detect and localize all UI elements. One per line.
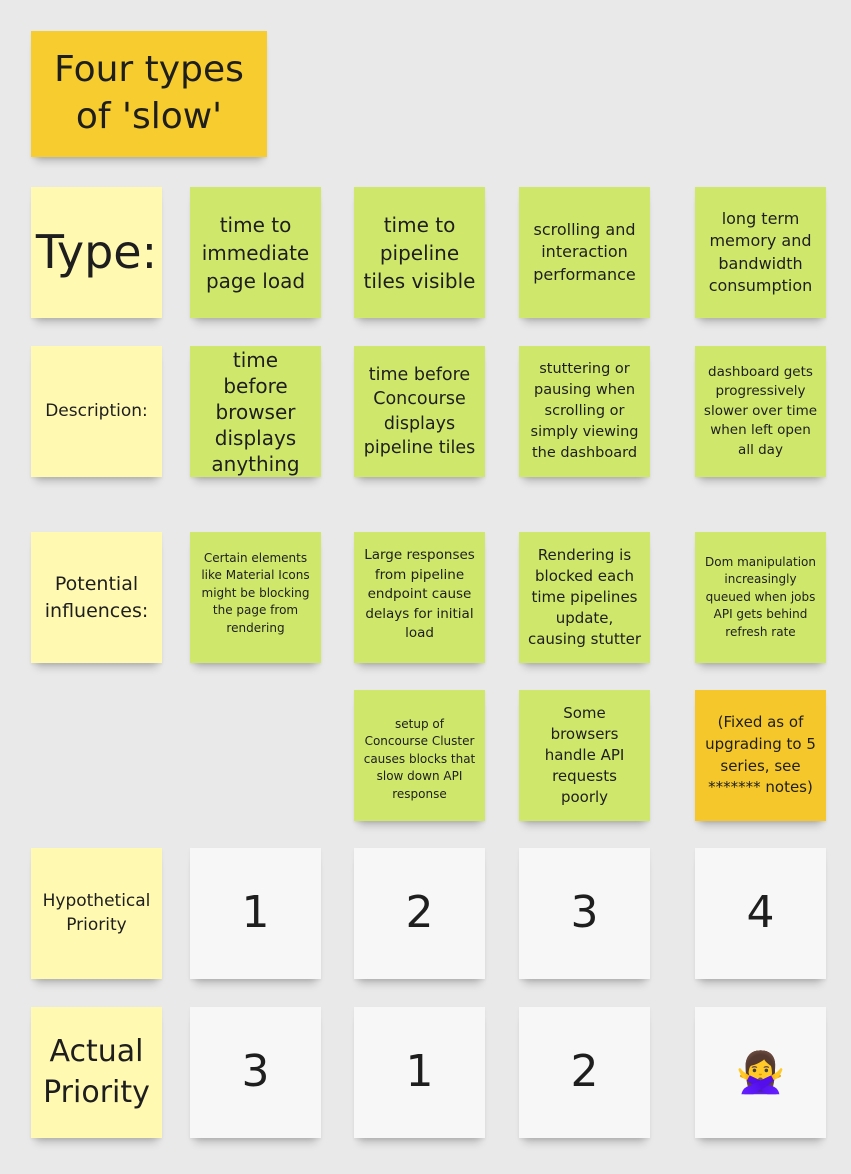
label-hypothetical-text: Hypothetical Priority — [42, 890, 151, 935]
no-gesture-emoji-icon: 🙅‍♀️ — [735, 1049, 786, 1096]
type-text: time to immediate page load — [201, 212, 310, 293]
type-text: time to pipeline tiles visible — [363, 212, 476, 293]
influence-text: Dom manipulation increasingly queued whe… — [705, 555, 816, 639]
influence-text: setup of Concourse Cluster causes blocks… — [363, 717, 476, 801]
label-hypothetical-priority: Hypothetical Priority — [31, 848, 162, 979]
type-note: time to immediate page load — [190, 187, 321, 318]
actual-priority-note: 1 — [354, 1007, 485, 1138]
priority-value: 2 — [405, 887, 434, 939]
actual-priority-note: 🙅‍♀️ — [695, 1007, 826, 1138]
description-note: dashboard gets progressively slower over… — [695, 346, 826, 477]
priority-value: 4 — [746, 887, 775, 939]
type-text: scrolling and interaction performance — [533, 219, 636, 284]
priority-value: 1 — [405, 1046, 434, 1098]
description-note: time before Concourse displays pipeline … — [354, 346, 485, 477]
influence-note: Large responses from pipeline endpoint c… — [354, 532, 485, 663]
fixed-note: (Fixed as of upgrading to 5 series, see … — [695, 690, 826, 821]
influence-text: Some browsers handle API requests poorly — [544, 704, 625, 806]
hypothetical-priority-note: 4 — [695, 848, 826, 979]
label-influences-text: Potential influences: — [44, 572, 149, 622]
description-text: time before browser displays anything — [211, 347, 300, 476]
description-note: time before browser displays anything — [190, 346, 321, 477]
influence-note: Some browsers handle API requests poorly — [519, 690, 650, 821]
type-note: long term memory and bandwidth consumpti… — [695, 187, 826, 318]
type-note: time to pipeline tiles visible — [354, 187, 485, 318]
influence-note: Rendering is blocked each time pipelines… — [519, 532, 650, 663]
hypothetical-priority-note: 2 — [354, 848, 485, 979]
actual-priority-note: 3 — [190, 1007, 321, 1138]
description-text: time before Concourse displays pipeline … — [363, 364, 476, 459]
influence-note: setup of Concourse Cluster causes blocks… — [354, 690, 485, 821]
label-type-text: Type: — [35, 224, 158, 279]
label-type: Type: — [31, 187, 162, 318]
influence-note: Dom manipulation increasingly queued whe… — [695, 532, 826, 663]
priority-value: 3 — [570, 887, 599, 939]
title-note: Four types of 'slow' — [31, 31, 267, 157]
label-influences: Potential influences: — [31, 532, 162, 663]
priority-value: 2 — [570, 1046, 599, 1098]
label-description: Description: — [31, 346, 162, 477]
actual-priority-note: 2 — [519, 1007, 650, 1138]
hypothetical-priority-note: 3 — [519, 848, 650, 979]
priority-value: 1 — [241, 887, 270, 939]
type-text: long term memory and bandwidth consumpti… — [708, 208, 813, 295]
description-text: stuttering or pausing when scrolling or … — [530, 360, 639, 462]
influence-note: Certain elements like Material Icons mig… — [190, 532, 321, 663]
board-title: Four types of 'slow' — [54, 49, 244, 137]
fixed-text: (Fixed as of upgrading to 5 series, see … — [705, 713, 816, 797]
label-description-text: Description: — [45, 401, 148, 422]
description-text: dashboard gets progressively slower over… — [703, 363, 818, 458]
influence-text: Certain elements like Material Icons mig… — [201, 551, 310, 635]
priority-value: 3 — [241, 1046, 270, 1098]
type-note: scrolling and interaction performance — [519, 187, 650, 318]
influence-text: Large responses from pipeline endpoint c… — [364, 547, 475, 642]
label-actual-priority: Actual Priority — [31, 1007, 162, 1138]
label-actual-text: Actual Priority — [43, 1034, 150, 1110]
description-note: stuttering or pausing when scrolling or … — [519, 346, 650, 477]
influence-text: Rendering is blocked each time pipelines… — [527, 546, 642, 648]
hypothetical-priority-note: 1 — [190, 848, 321, 979]
